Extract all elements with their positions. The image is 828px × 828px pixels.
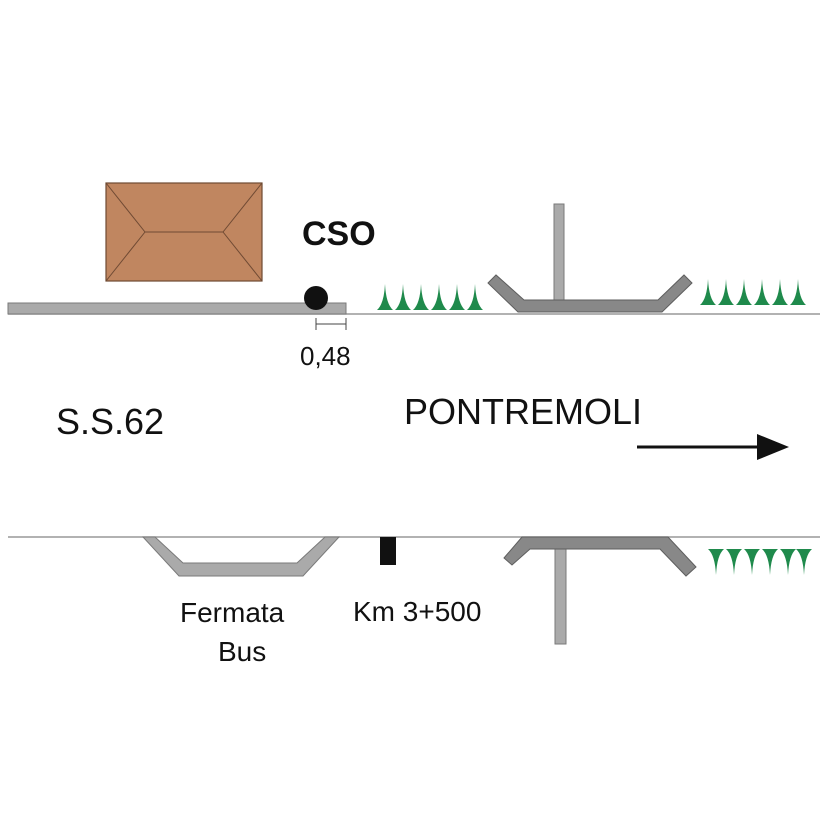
vegetation-south-right bbox=[708, 549, 812, 575]
south-junction bbox=[503, 536, 697, 645]
building-roof-icon bbox=[105, 182, 263, 282]
vegetation-north-right bbox=[700, 279, 806, 305]
grass-tuft-icon bbox=[744, 549, 760, 575]
north-sidewalk bbox=[7, 302, 347, 315]
north-junction bbox=[487, 203, 693, 313]
grass-tuft-icon bbox=[718, 279, 734, 305]
grass-tuft-icon bbox=[377, 284, 393, 310]
grass-tuft-icon bbox=[754, 279, 770, 305]
km-post-icon bbox=[380, 537, 396, 565]
direction-label: PONTREMOLI bbox=[404, 391, 642, 432]
grass-tuft-icon bbox=[467, 284, 483, 310]
distance-dimension-icon bbox=[315, 318, 347, 330]
grass-tuft-icon bbox=[772, 279, 788, 305]
grass-tuft-icon bbox=[780, 549, 796, 575]
grass-tuft-icon bbox=[790, 279, 806, 305]
grass-tuft-icon bbox=[736, 279, 752, 305]
cso-label: CSO bbox=[302, 215, 376, 253]
bus-stop-label-line2: Bus bbox=[218, 636, 266, 667]
grass-tuft-icon bbox=[413, 284, 429, 310]
bus-stop-label-line1: Fermata bbox=[180, 597, 285, 628]
arrow-right-icon bbox=[637, 434, 789, 460]
grass-tuft-icon bbox=[796, 549, 812, 575]
grass-tuft-icon bbox=[708, 549, 724, 575]
cso-point-icon bbox=[304, 286, 328, 310]
grass-tuft-icon bbox=[449, 284, 465, 310]
grass-tuft-icon bbox=[700, 279, 716, 305]
grass-tuft-icon bbox=[431, 284, 447, 310]
km-marker-label: Km 3+500 bbox=[353, 596, 481, 627]
road-name-label: S.S.62 bbox=[56, 401, 164, 442]
distance-label: 0,48 bbox=[300, 341, 351, 371]
grass-tuft-icon bbox=[726, 549, 742, 575]
grass-tuft-icon bbox=[762, 549, 778, 575]
grass-tuft-icon bbox=[395, 284, 411, 310]
vegetation-north-left bbox=[377, 284, 483, 310]
bus-stop-layby bbox=[141, 536, 341, 577]
